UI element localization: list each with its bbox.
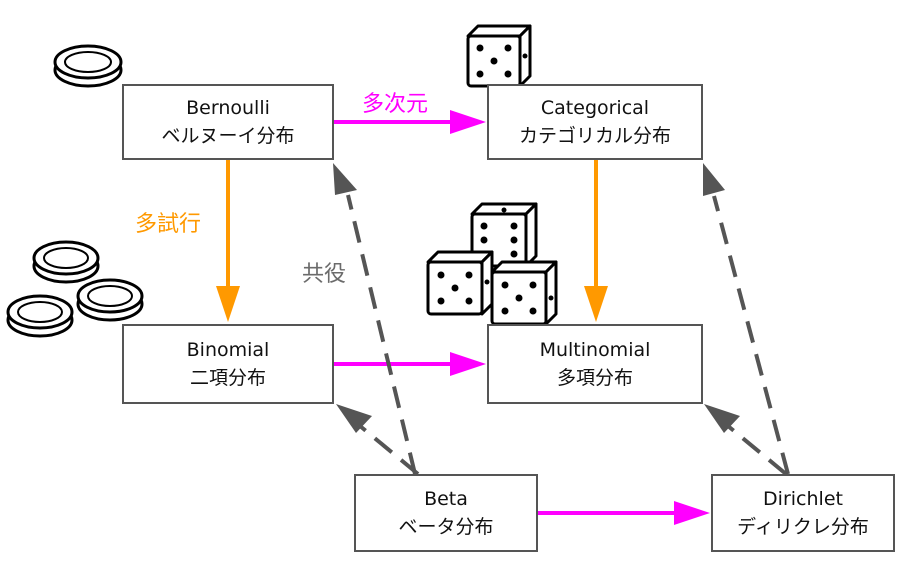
node-categorical-name: Categorical bbox=[540, 97, 650, 119]
die-icon bbox=[466, 24, 532, 88]
arrow-beta-to-dirichlet bbox=[538, 501, 710, 525]
node-categorical: Categorical カテゴリカル分布 bbox=[487, 84, 703, 160]
die-icon bbox=[490, 260, 558, 326]
node-beta-name: Beta bbox=[424, 488, 468, 510]
label-multitrial: 多試行 bbox=[135, 212, 202, 237]
node-dirichlet-jp: ディリクレ分布 bbox=[737, 516, 869, 538]
coin-icon bbox=[76, 278, 144, 322]
node-dirichlet-name: Dirichlet bbox=[763, 488, 843, 510]
node-binomial: Binomial 二項分布 bbox=[122, 324, 334, 404]
arrow-categorical-to-multinomial bbox=[584, 160, 608, 322]
die-icon bbox=[426, 250, 494, 316]
coin-icon bbox=[32, 240, 100, 284]
node-binomial-name: Binomial bbox=[186, 339, 270, 361]
node-bernoulli-jp: ベルヌーイ分布 bbox=[161, 125, 295, 147]
node-bernoulli: Bernoulli ベルヌーイ分布 bbox=[122, 84, 334, 160]
label-conjugate: 共役 bbox=[302, 262, 347, 287]
node-multinomial-name: Multinomial bbox=[539, 339, 651, 361]
arrow-beta-to-binomial-conjugate bbox=[336, 404, 420, 476]
coin-icon bbox=[6, 294, 74, 338]
node-beta-jp: ベータ分布 bbox=[398, 516, 494, 538]
node-bernoulli-name: Bernoulli bbox=[186, 97, 270, 119]
node-dirichlet: Dirichlet ディリクレ分布 bbox=[711, 474, 895, 552]
node-multinomial-jp: 多項分布 bbox=[556, 367, 633, 389]
node-multinomial: Multinomial 多項分布 bbox=[487, 324, 703, 404]
node-binomial-jp: 二項分布 bbox=[189, 367, 266, 389]
label-multidim: 多次元 bbox=[362, 92, 429, 117]
node-categorical-jp: カテゴリカル分布 bbox=[518, 125, 671, 147]
arrow-dirichlet-to-categorical-conjugate bbox=[703, 163, 790, 475]
coin-icon bbox=[53, 44, 123, 88]
arrow-dirichlet-to-multinomial-conjugate bbox=[704, 404, 788, 476]
arrow-beta-to-bernoulli-conjugate bbox=[333, 163, 417, 475]
arrow-bernoulli-to-binomial bbox=[216, 160, 240, 322]
arrow-bernoulli-to-categorical bbox=[334, 110, 486, 134]
node-beta: Beta ベータ分布 bbox=[354, 474, 538, 552]
arrow-binomial-to-multinomial bbox=[334, 352, 486, 376]
